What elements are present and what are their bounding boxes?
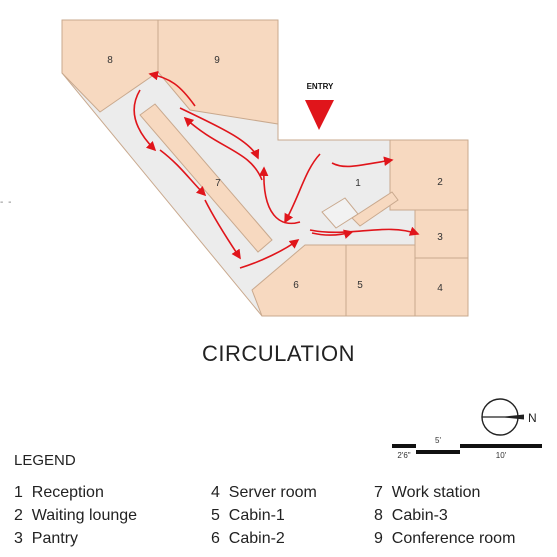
floor-plan: 8 9 7 1 2 3 4 5 6 ENTRY (61, 19, 469, 317)
room-label-2: 2 (437, 177, 443, 188)
arrow-to-pantry (309, 226, 420, 236)
legend-item-2: 2 Waiting lounge (14, 507, 138, 524)
work-station-desk (139, 103, 273, 253)
arrow-workstation-down (204, 199, 241, 260)
room-label-6: 6 (293, 280, 299, 291)
legend-item-3: 3 Pantry (14, 530, 79, 547)
arrow-up-center (258, 166, 301, 225)
scale-seg-3 (460, 444, 542, 448)
scale-seg-2 (416, 450, 460, 454)
arrow-down-diag (159, 149, 207, 197)
room-label-8: 8 (107, 55, 113, 66)
arrow-entry-to-lounge (331, 156, 394, 168)
room-2 (389, 139, 469, 211)
compass-label: N (528, 411, 537, 425)
arrow-entry-down (284, 153, 321, 224)
diagram-title: CIRCULATION (202, 341, 355, 366)
legend-item-9: 9 Conference room (374, 530, 516, 547)
margin-marks: - - (0, 197, 13, 208)
legend-item-7: 7 Work station (374, 484, 481, 501)
room-8 (61, 19, 159, 113)
legend-item-4: 4 Server room (211, 484, 317, 501)
scale-label-1: 2'6" (397, 451, 410, 460)
arrow-to-cabin3 (148, 70, 196, 107)
scale-seg-1 (392, 444, 416, 448)
north-arrow-icon (500, 414, 524, 420)
legend-item-6: 6 Cabin-2 (211, 530, 285, 547)
legend-title: LEGEND (14, 452, 76, 469)
scale-label-2: 5' (435, 436, 441, 445)
north-compass: N (481, 398, 537, 436)
room-6 (251, 244, 347, 317)
arrow-to-cabins (239, 239, 300, 269)
legend-item-8: 8 Cabin-3 (374, 507, 448, 524)
room-4 (414, 257, 469, 317)
room-label-1: 1 (355, 178, 361, 189)
arrow-loop-right (179, 107, 260, 160)
entry-label: ENTRY (307, 82, 334, 91)
circulation-arrows (133, 70, 420, 269)
arrow-to-conference (183, 116, 263, 181)
arrow-left-down (133, 89, 157, 152)
entry-triangle-icon (305, 100, 334, 130)
arrow-to-reception-desk (311, 229, 354, 239)
scale-label-3: 10' (496, 451, 507, 460)
room-label-4: 4 (437, 283, 443, 294)
room-label-9: 9 (214, 55, 220, 66)
room-label-7: 7 (215, 178, 221, 189)
scale-bar: 2'6" 5' 10' (392, 436, 542, 460)
reception-counter (351, 191, 399, 227)
room-label-3: 3 (437, 232, 443, 243)
legend-item-5: 5 Cabin-1 (211, 507, 285, 524)
legend-item-1: 1 Reception (14, 484, 104, 501)
room-label-5: 5 (357, 280, 363, 291)
